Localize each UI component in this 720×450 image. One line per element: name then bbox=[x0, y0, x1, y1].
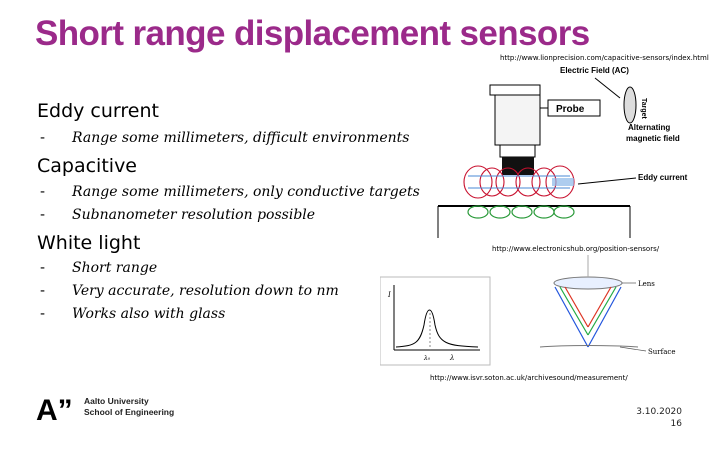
white-light-figure: I λ λ₀ Lens Surface bbox=[380, 255, 675, 366]
svg-text:A”: A” bbox=[36, 394, 73, 424]
bullet-capacitive-2: -Subnanometer resolution possible bbox=[40, 207, 316, 223]
heading-white-light: White light bbox=[37, 232, 141, 254]
eddy-current-figure: Electric Field (AC) Probe Target Alterna… bbox=[437, 66, 688, 238]
probe-tip bbox=[502, 157, 534, 175]
source-url-lion: http://www.lionprecision.com/capacitive-… bbox=[500, 54, 709, 62]
footer-organization: Aalto University School of Engineering bbox=[84, 396, 174, 418]
probe-label: Probe bbox=[556, 104, 585, 115]
lens-label: Lens bbox=[638, 280, 655, 288]
page-number: 16 bbox=[670, 419, 682, 429]
surface-line bbox=[539, 345, 639, 348]
heading-capacitive: Capacitive bbox=[37, 155, 138, 177]
source-url-soton: http://www.isvr.soton.ac.uk/archivesound… bbox=[430, 374, 628, 382]
magnetic-field-label: magnetic field bbox=[626, 134, 680, 143]
slide-date: 3.10.2020 bbox=[636, 407, 682, 417]
aalto-logo: A” bbox=[36, 394, 73, 424]
spectrum-inset bbox=[380, 276, 491, 366]
footer-date-page: 3.10.2020 16 bbox=[636, 406, 682, 430]
bullet-white-1: -Short range bbox=[40, 260, 158, 276]
intensity-axis-label: I bbox=[387, 291, 391, 299]
alternating-label: Alternating bbox=[628, 123, 670, 132]
bullet-white-3: -Works also with glass bbox=[40, 306, 226, 322]
eddy-current-loops bbox=[467, 205, 575, 219]
school-name: School of Engineering bbox=[84, 407, 175, 417]
dispersed-light-rays bbox=[554, 286, 622, 348]
probe-body bbox=[494, 94, 541, 146]
university-name: Aalto University bbox=[84, 396, 149, 406]
heading-eddy-current: Eddy current bbox=[37, 100, 159, 122]
source-url-electronics: http://www.electronicshub.org/position-s… bbox=[492, 245, 660, 253]
electric-field-label: Electric Field (AC) bbox=[560, 66, 629, 75]
bullet-white-2: -Very accurate, resolution down to nm bbox=[40, 283, 339, 299]
surface-label: Surface bbox=[648, 348, 675, 356]
eddy-current-label: Eddy current bbox=[638, 173, 688, 182]
spectrum-curve bbox=[395, 309, 479, 348]
target-label: Target bbox=[640, 98, 647, 120]
probe-cable bbox=[489, 84, 541, 96]
slide-title: Short range displacement sensors bbox=[35, 14, 590, 53]
bullet-capacitive-1: -Range some millimeters, only conductive… bbox=[40, 184, 420, 200]
wavelength-axis-label: λ bbox=[449, 354, 454, 362]
bullet-eddy-1: -Range some millimeters, difficult envir… bbox=[40, 130, 410, 146]
target-disc bbox=[623, 86, 637, 124]
lens bbox=[553, 276, 623, 290]
peak-wavelength-label: λ₀ bbox=[423, 355, 431, 362]
